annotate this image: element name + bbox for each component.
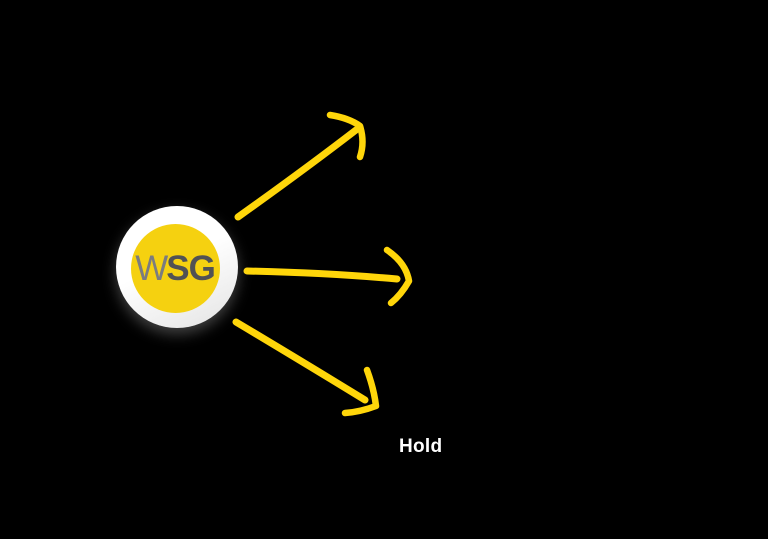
logo-letter-w: W (135, 249, 168, 288)
wsg-logo: WSG (116, 206, 238, 328)
arrow-up-right-shaft (234, 126, 360, 221)
arrow-right-shaft (243, 267, 401, 283)
arrow-right-icon (243, 246, 413, 307)
arrow-down-right-head (341, 366, 380, 417)
arrow-down-right-shaft (232, 318, 369, 404)
arrow-right-head (383, 246, 413, 307)
wsg-logo-yellow-circle: WSG (130, 224, 220, 313)
hold-label: Hold (399, 436, 443, 457)
wsg-logo-text: WSG (135, 249, 216, 288)
arrow-down-right-icon (232, 318, 380, 417)
arrow-up-right-icon (234, 111, 366, 221)
arrow-up-right-head (326, 111, 366, 161)
logo-letters-sg: SG (166, 249, 216, 288)
